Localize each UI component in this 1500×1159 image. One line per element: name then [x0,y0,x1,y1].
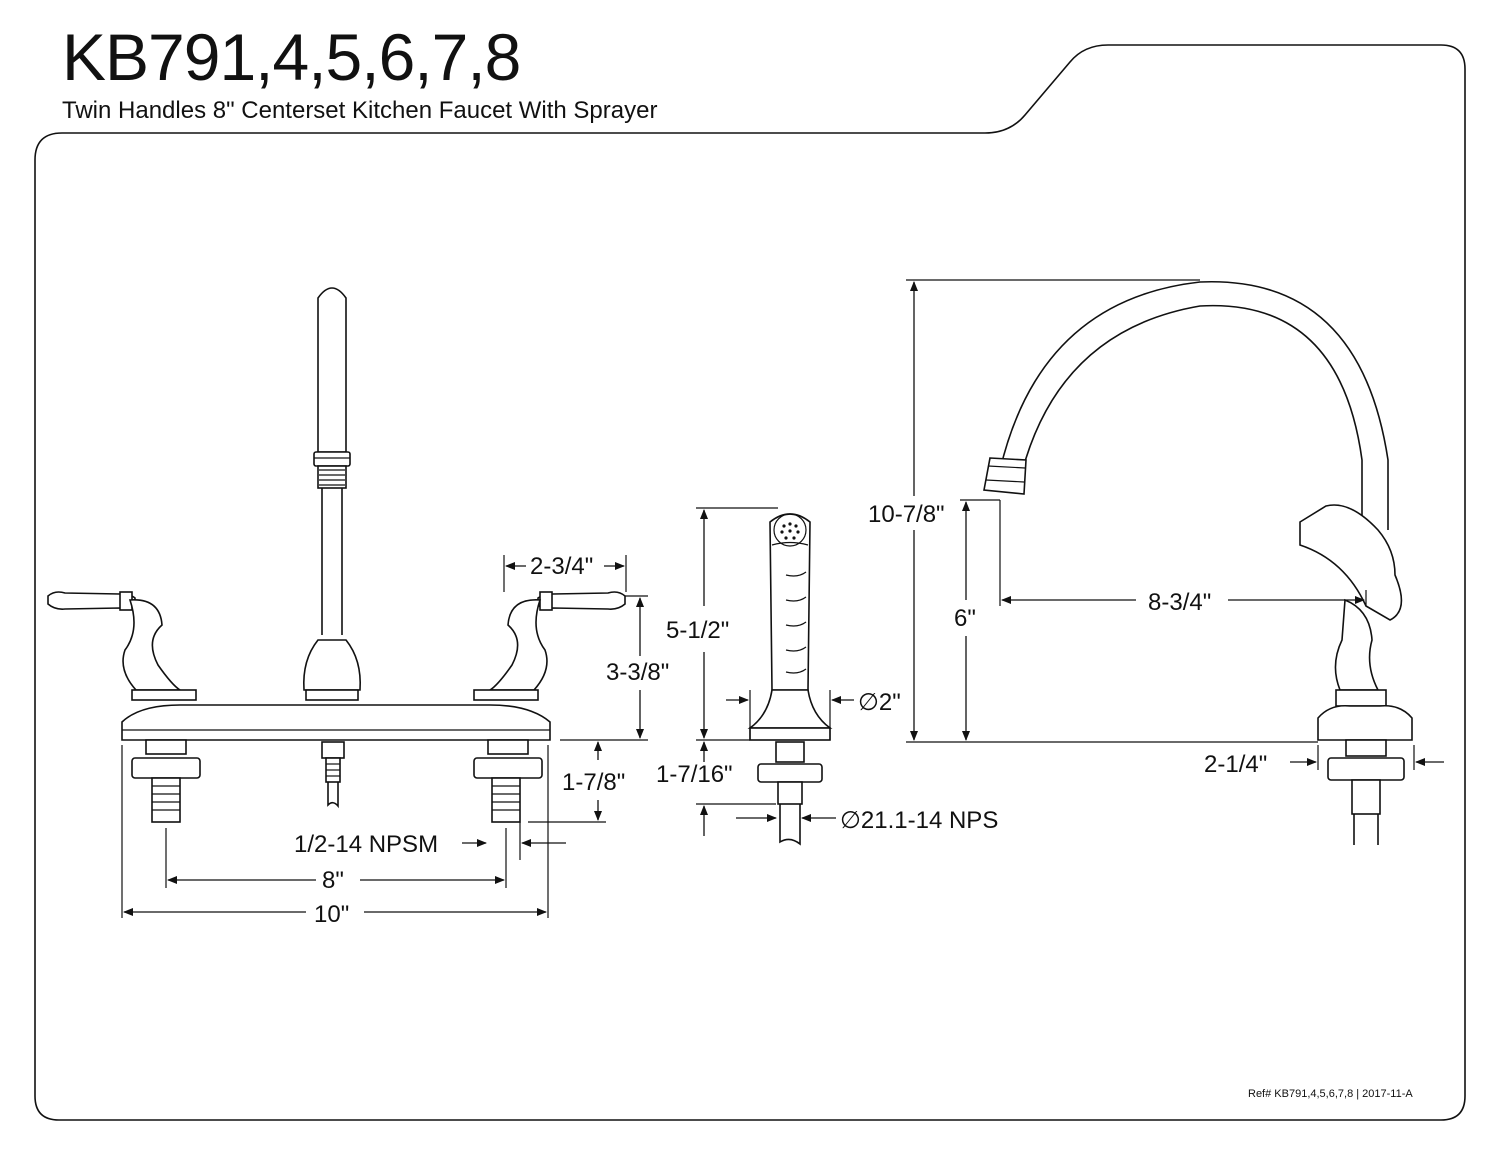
dim-deck-thickness: 2-1/4" [1204,751,1267,778]
faucet-front-view [47,287,626,823]
dim-sprayer-diameter: ∅2" [858,689,901,716]
sprayer-view [747,513,833,846]
dim-sprayer-thread: ∅21.1-14 NPS [840,807,998,834]
dim-shank-length: 1-7/8" [562,769,625,796]
dim-spout-reach: 8-3/4" [1148,589,1211,616]
dim-shank-thread: 1/2-14 NPSM [294,831,438,858]
dim-handle-width: 2-3/4" [530,553,593,580]
faucet-side-view [983,281,1413,845]
dimension-lines [121,279,1444,918]
dim-center-spacing: 8" [322,867,344,894]
dim-overall-height: 10-7/8" [868,501,945,528]
drawing-frame [34,44,1466,1121]
dim-spout-clearance: 6" [954,605,976,632]
dim-overall-width: 10" [314,901,349,928]
dim-sprayer-shank: 1-7/16" [656,761,733,788]
dim-handle-height: 3-3/8" [606,659,669,686]
dim-sprayer-height: 5-1/2" [666,617,729,644]
model-title: KB791,4,5,6,7,8 [62,20,521,94]
reference-number: Ref# KB791,4,5,6,7,8 | 2017-11-A [1248,1088,1413,1100]
product-description: Twin Handles 8" Centerset Kitchen Faucet… [62,97,658,124]
